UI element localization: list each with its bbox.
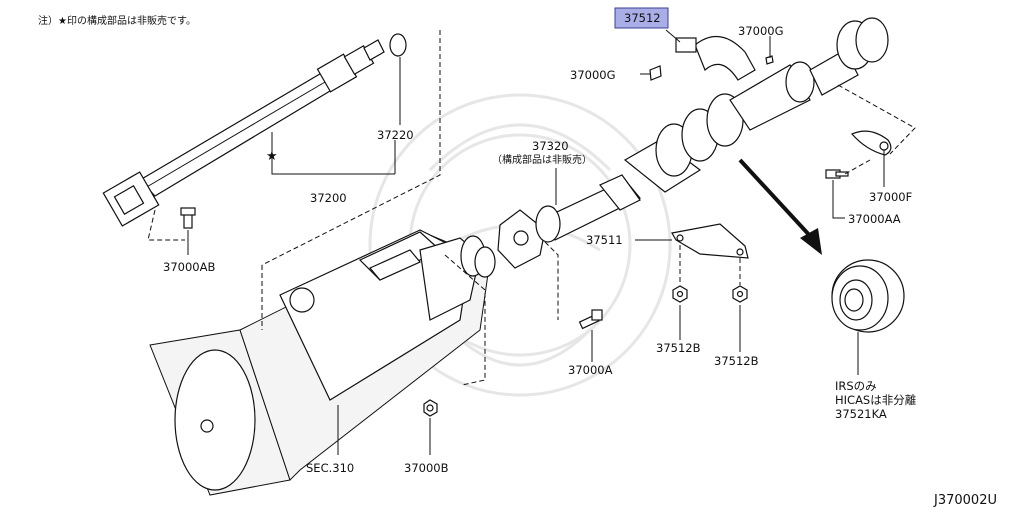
bolt-37000AB[interactable]: [180, 207, 196, 229]
bolt-37000A[interactable]: [578, 309, 603, 330]
plate-37000F[interactable]: [851, 130, 892, 156]
ring-37220[interactable]: [389, 33, 407, 57]
label-irs-note: IRSのみ: [835, 379, 877, 393]
bracket-37512[interactable]: [675, 36, 756, 81]
propeller-shaft-37200[interactable]: [102, 39, 385, 227]
label-37512[interactable]: 37512: [614, 7, 669, 29]
propeller-shaft-37320[interactable]: [497, 17, 889, 269]
label-37512-text: 37512: [624, 11, 661, 25]
label-sec310[interactable]: SEC.310: [306, 461, 354, 475]
label-37000G-left[interactable]: 37000G: [570, 68, 616, 82]
footnote-text: 注）★印の構成部品は非販売です。: [38, 14, 196, 27]
label-37220[interactable]: 37220: [377, 128, 414, 142]
label-37512B-left[interactable]: 37512B: [656, 341, 701, 355]
label-37000AA[interactable]: 37000AA: [848, 212, 901, 226]
label-37000AB[interactable]: 37000AB: [163, 260, 215, 274]
nut-37512B-right[interactable]: [732, 285, 748, 303]
label-37000A[interactable]: 37000A: [568, 363, 613, 377]
label-37320[interactable]: 37320: [532, 139, 569, 153]
detail-arrow: [738, 158, 822, 255]
label-37000F[interactable]: 37000F: [869, 190, 912, 204]
transmission-sec310[interactable]: [149, 229, 496, 496]
nut-37512B-left[interactable]: [672, 285, 688, 303]
bracket-37511[interactable]: [671, 223, 749, 259]
star-marker: ★: [266, 149, 278, 164]
label-37200[interactable]: 37200: [310, 191, 347, 205]
bolt-37000AA[interactable]: [825, 169, 849, 179]
label-37521KA[interactable]: 37521KA: [835, 407, 887, 421]
label-37000B[interactable]: 37000B: [404, 461, 449, 475]
screw-37000G-left[interactable]: [649, 65, 662, 81]
nut-37000B[interactable]: [423, 399, 438, 417]
damper-37521KA[interactable]: [831, 259, 905, 333]
label-hicas-note: HICASは非分離: [835, 393, 917, 407]
reference-code: J370002U: [933, 493, 997, 508]
label-37512B-right[interactable]: 37512B: [714, 354, 759, 368]
label-37000G-top[interactable]: 37000G: [738, 24, 784, 38]
label-37320-note: （構成部品は非販売）: [492, 153, 592, 166]
label-37511[interactable]: 37511: [586, 233, 623, 247]
